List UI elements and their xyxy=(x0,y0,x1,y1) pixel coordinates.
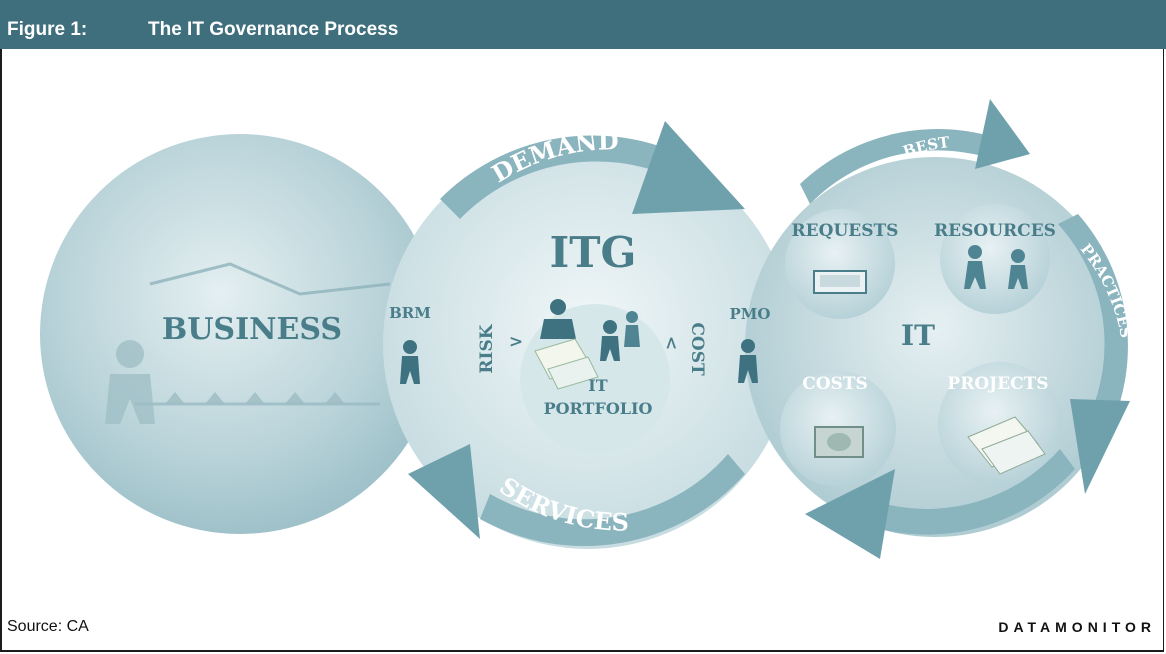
resources-label: RESOURCES xyxy=(934,221,1056,241)
resources-people-icon xyxy=(964,245,1028,289)
it-portfolio-label-line2: PORTFOLIO xyxy=(544,399,653,418)
businessperson-icon xyxy=(105,340,155,424)
risk-label: RISK xyxy=(477,323,497,373)
business-circle xyxy=(40,134,440,534)
brm-label: BRM xyxy=(389,304,431,322)
datamonitor-brand: DATAMONITOR xyxy=(998,619,1156,635)
pmo-label: PMO xyxy=(730,305,771,323)
it-governance-diagram: BUSINESS BRM ITG DEMAND SERVICES RISK > … xyxy=(0,49,1166,609)
figure-number: Figure 1: xyxy=(7,19,88,40)
diagram-svg: BUSINESS BRM ITG DEMAND SERVICES RISK > … xyxy=(40,99,1135,559)
it-portfolio-label-line1: IT xyxy=(588,376,607,395)
pmo-person-icon xyxy=(738,339,758,383)
requests-bubble xyxy=(785,209,895,319)
source-note: Source: CA xyxy=(7,618,89,635)
figure-header: Figure 1: The IT Governance Process xyxy=(0,0,1166,49)
best-practices-arrow xyxy=(800,99,1130,559)
costs-label: COSTS xyxy=(802,374,868,394)
requests-icon xyxy=(813,270,867,294)
brm-person-icon xyxy=(400,340,420,384)
portfolio-people-icon xyxy=(540,299,640,361)
it-circle xyxy=(745,157,1125,537)
demand-arrow xyxy=(440,121,745,219)
itg-label: ITG xyxy=(550,228,637,277)
projects-documents-icon xyxy=(967,416,1046,475)
requests-label: REQUESTS xyxy=(792,221,899,241)
portfolio-documents-icon xyxy=(534,338,599,390)
cost-label: COST xyxy=(687,322,707,376)
costs-icon xyxy=(814,426,864,458)
projects-label: PROJECTS xyxy=(947,374,1048,394)
cost-arrow-glyph: < xyxy=(661,336,681,350)
risk-arrow-glyph: > xyxy=(509,332,523,352)
it-label: IT xyxy=(901,319,935,352)
services-arrow xyxy=(408,444,745,547)
business-label: BUSINESS xyxy=(162,312,342,347)
figure-title: The IT Governance Process xyxy=(148,19,399,40)
